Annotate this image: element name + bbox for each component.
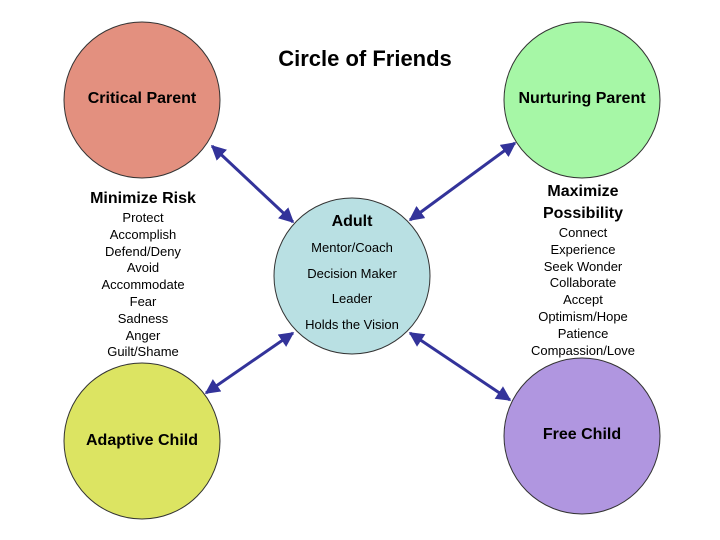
adult-label: Adult	[331, 213, 373, 230]
adult-item: Holds the Vision	[305, 316, 399, 332]
adaptive-child-label: Adaptive Child	[85, 432, 198, 449]
free-child-label: Free Child	[542, 426, 622, 443]
list-item: Protect	[122, 210, 164, 225]
list-item: Connect	[558, 225, 608, 240]
maximize-possibility-list: Maximize Possibility Connect Experience …	[483, 181, 683, 359]
list-item: Collaborate	[549, 275, 617, 291]
list-item: Avoid	[126, 260, 160, 276]
adaptive-child-circle	[63, 362, 221, 520]
free-child-circle	[503, 357, 661, 515]
minimize-risk-list: Minimize Risk Protect Accomplish Defend/…	[43, 188, 243, 361]
list-item: Accept	[563, 292, 603, 308]
critical-parent-label: Critical Parent	[87, 90, 197, 107]
minimize-risk-heading: Minimize Risk	[90, 190, 196, 207]
nurturing-parent-label: Nurturing Parent	[518, 90, 646, 107]
list-item: Seek Wonder	[543, 258, 623, 274]
adult-item: Mentor/Coach	[311, 240, 393, 255]
critical-parent-circle	[63, 21, 221, 179]
list-item: Accommodate	[101, 277, 185, 293]
arrow-critical-adult	[210, 144, 295, 224]
diagram-title: Circle of Friends	[278, 46, 452, 71]
list-item: Fear	[129, 293, 157, 309]
nurturing-parent-circle	[503, 21, 661, 179]
arrow-nurturing-adult	[408, 141, 517, 222]
adult-item: Decision Maker	[307, 265, 397, 281]
arrow-adaptive-adult	[204, 331, 295, 395]
list-item: Compassion/Love	[530, 342, 636, 358]
adult-item: Leader	[331, 291, 373, 306]
list-item: Patience	[557, 325, 609, 341]
arrow-free-adult	[408, 331, 512, 402]
maximize-heading-line2: Possibility	[542, 205, 624, 222]
list-item: Optimism/Hope	[538, 308, 628, 324]
list-item: Experience	[550, 241, 616, 257]
maximize-heading-line1: Maximize	[547, 183, 619, 200]
list-item: Sadness	[117, 310, 169, 326]
list-item: Accomplish	[109, 226, 177, 242]
list-item: Anger	[125, 327, 161, 343]
adult-text: Adult Mentor/Coach Decision Maker Leader…	[272, 213, 432, 342]
adult-circle	[273, 197, 431, 355]
list-item: Defend/Deny	[105, 243, 181, 259]
list-item: Guilt/Shame	[107, 344, 179, 360]
